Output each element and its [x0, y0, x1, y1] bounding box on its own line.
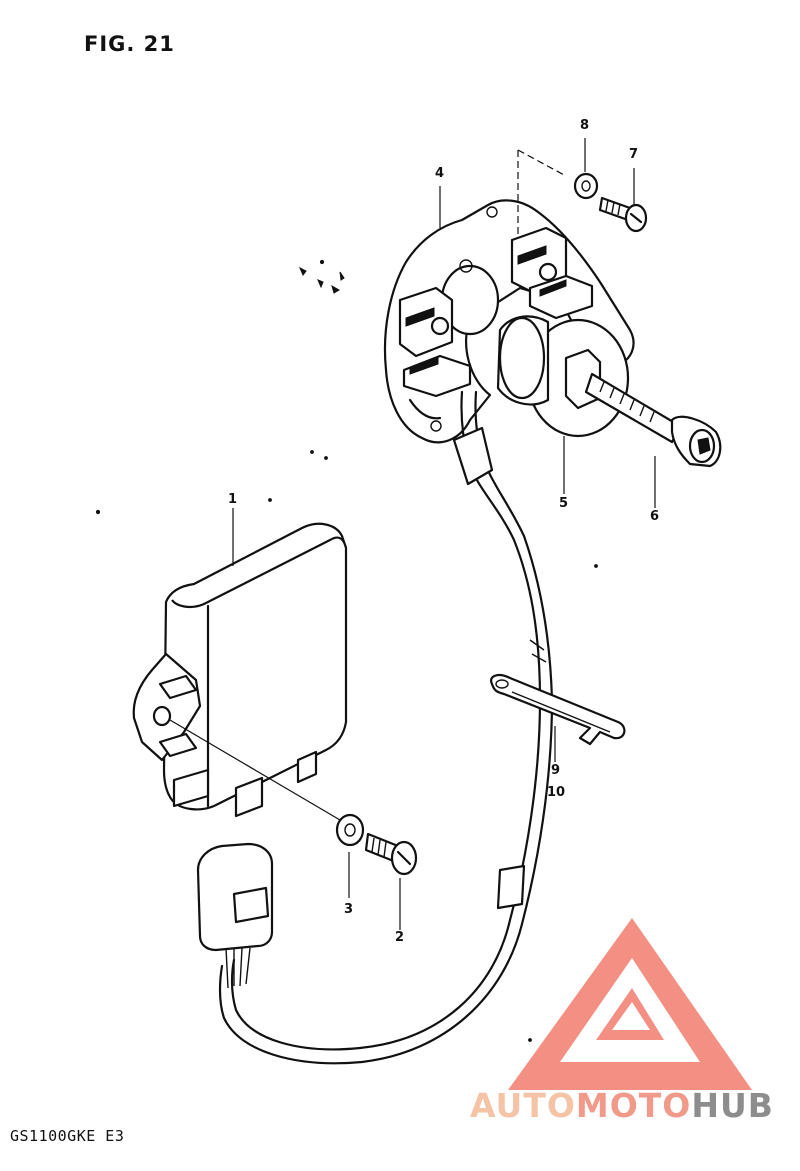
figure-title: FIG. 21: [84, 32, 175, 56]
rotor-bolt: [584, 372, 722, 468]
callout-7: 7: [629, 147, 639, 162]
callout-9: 9: [551, 763, 561, 778]
igniter-unit: [132, 522, 348, 818]
pickup-coil-right: [510, 226, 594, 320]
wire-clamp: [490, 674, 626, 746]
screw-7: [598, 196, 648, 233]
callout-leaders: [232, 138, 656, 930]
callout-4: 4: [435, 166, 445, 181]
watermark-logo-triangle: [508, 918, 752, 1090]
callout-8: 8: [580, 118, 590, 133]
callout-5: 5: [559, 496, 569, 511]
callout-6: 6: [650, 509, 660, 524]
washer-3: [335, 813, 365, 847]
watermark-hub: HUB: [691, 1086, 774, 1125]
washer-8: [573, 172, 599, 200]
assembly-line-plate: [517, 149, 567, 238]
callout-2: 2: [395, 930, 405, 945]
print-specks: [95, 259, 598, 1042]
callout-3: 3: [344, 902, 354, 917]
watermark-moto: MOTO: [575, 1086, 692, 1125]
signal-rotor: [496, 315, 630, 438]
pickup-coil-left: [398, 286, 472, 398]
watermark-text: AUTOMOTOHUB: [470, 1086, 774, 1125]
callout-10: 10: [547, 785, 566, 800]
callout-1: 1: [228, 492, 238, 507]
assembly-line-igniter: [169, 719, 341, 821]
wire-harness: [218, 390, 554, 1065]
model-code: GS1100GKE E3: [10, 1127, 125, 1145]
watermark-auto: AUTO: [470, 1086, 576, 1125]
screw-2: [364, 832, 418, 876]
wire-connector: [196, 842, 274, 989]
